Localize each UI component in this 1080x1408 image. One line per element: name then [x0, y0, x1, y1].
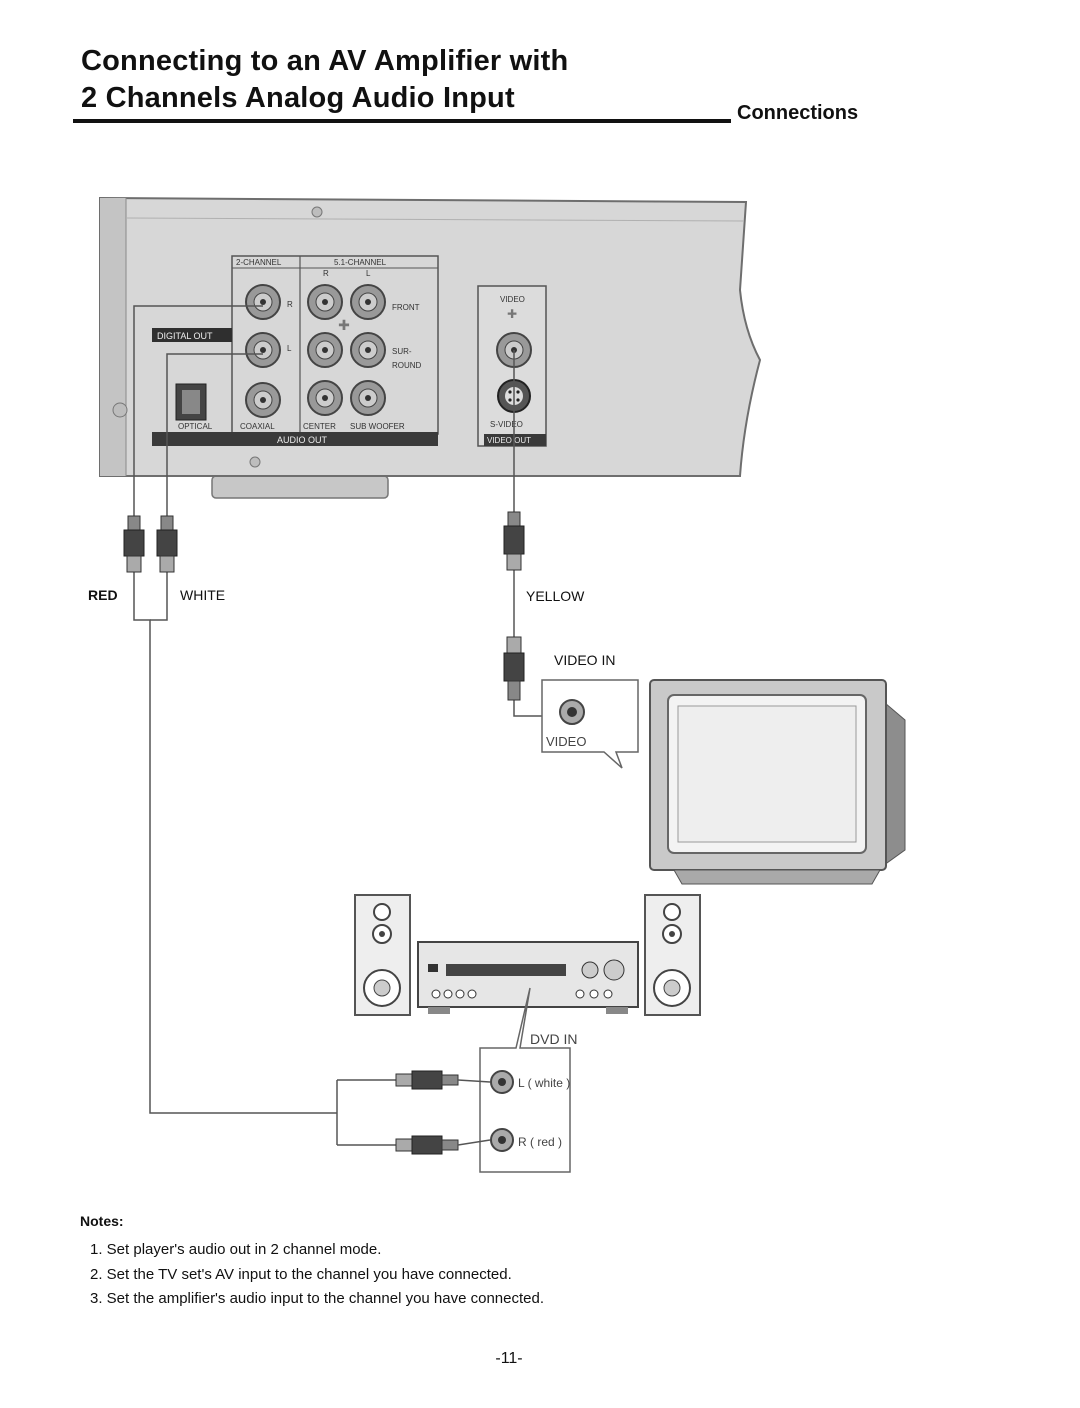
- s-video-label: S-VIDEO: [490, 420, 523, 429]
- television: VIDEO: [541, 678, 906, 885]
- round-label: ROUND: [392, 361, 422, 370]
- section-heading: Connections: [737, 102, 859, 124]
- video-out-label: VIDEO OUT: [487, 436, 531, 445]
- page-number: -11-: [495, 1350, 523, 1367]
- front-label: FRONT: [392, 303, 420, 312]
- tv-video-label: VIDEO: [546, 734, 586, 749]
- notes-list: 1. Set player's audio out in 2 channel m…: [90, 1238, 544, 1312]
- optical-port[interactable]: [175, 383, 207, 421]
- screw-plus-icon: ✚: [507, 307, 517, 321]
- dvd-player-rear-panel: 2-CHANNEL 5.1-CHANNEL R L R L FRONT SUR-…: [99, 196, 762, 499]
- notes-heading: Notes:: [80, 1213, 124, 1229]
- note-item: 3. Set the amplifier's audio input to th…: [90, 1290, 544, 1307]
- note-item: 1. Set player's audio out in 2 channel m…: [90, 1241, 382, 1258]
- optical-label: OPTICAL: [178, 422, 213, 431]
- rca-jacks-5-1-channel[interactable]: [307, 284, 386, 416]
- five-one-channel-label: 5.1-CHANNEL: [334, 258, 387, 267]
- rca-plug-amp-r: [395, 1135, 491, 1155]
- title-underline: [73, 119, 731, 123]
- screw-plus-icon: ✚: [338, 317, 350, 333]
- digital-out-label: DIGITAL OUT: [157, 331, 213, 341]
- sur-label: SUR-: [392, 347, 412, 356]
- column-r-label: R: [323, 269, 329, 278]
- coaxial-label: COAXIAL: [240, 422, 275, 431]
- rca-jack-2ch-l[interactable]: [245, 332, 281, 368]
- rca-plug-red: [123, 515, 145, 573]
- yellow-cable-label: YELLOW: [526, 588, 585, 604]
- center-label: CENTER: [303, 422, 336, 431]
- r-red-label: R ( red ): [518, 1135, 562, 1149]
- dvd-in-label: DVD IN: [530, 1031, 577, 1047]
- white-cable-label: WHITE: [180, 587, 225, 603]
- rca-jack-coaxial[interactable]: [245, 382, 281, 418]
- red-cable-label: RED: [88, 587, 118, 603]
- rca-jack-2ch-r[interactable]: [245, 284, 281, 320]
- rca-plug-yellow-top: [503, 511, 525, 571]
- page-title-line-1: Connecting to an AV Amplifier with: [81, 45, 569, 77]
- video-in-label: VIDEO IN: [554, 652, 615, 668]
- sub-woofer-label: SUB WOOFER: [350, 422, 405, 431]
- video-out-jack-label: VIDEO: [500, 295, 525, 304]
- connection-diagram: 2-CHANNEL 5.1-CHANNEL R L R L FRONT SUR-…: [88, 196, 906, 1173]
- jack-r-label: R: [287, 300, 293, 309]
- two-channel-label: 2-CHANNEL: [236, 258, 282, 267]
- speaker-right: [644, 894, 701, 1016]
- audio-out-label: AUDIO OUT: [277, 435, 328, 445]
- tv-video-in-jack[interactable]: [559, 699, 585, 725]
- speaker-left: [354, 894, 411, 1016]
- rca-plug-amp-l: [395, 1070, 491, 1090]
- amp-input-l-jack[interactable]: [490, 1070, 514, 1094]
- rca-plug-white: [156, 515, 178, 573]
- column-l-label: L: [366, 269, 371, 278]
- amp-input-r-jack[interactable]: [490, 1128, 514, 1152]
- page-title-line-2: 2 Channels Analog Audio Input: [81, 82, 515, 114]
- jack-l-label: L: [287, 344, 292, 353]
- l-white-label: L ( white ): [518, 1076, 570, 1090]
- rca-plug-yellow-bottom: [503, 636, 525, 701]
- dvd-in-callout: DVD IN L ( white ) R ( red ): [479, 987, 577, 1173]
- audio-cables: [133, 305, 396, 1146]
- note-item: 2. Set the TV set's AV input to the chan…: [90, 1265, 512, 1283]
